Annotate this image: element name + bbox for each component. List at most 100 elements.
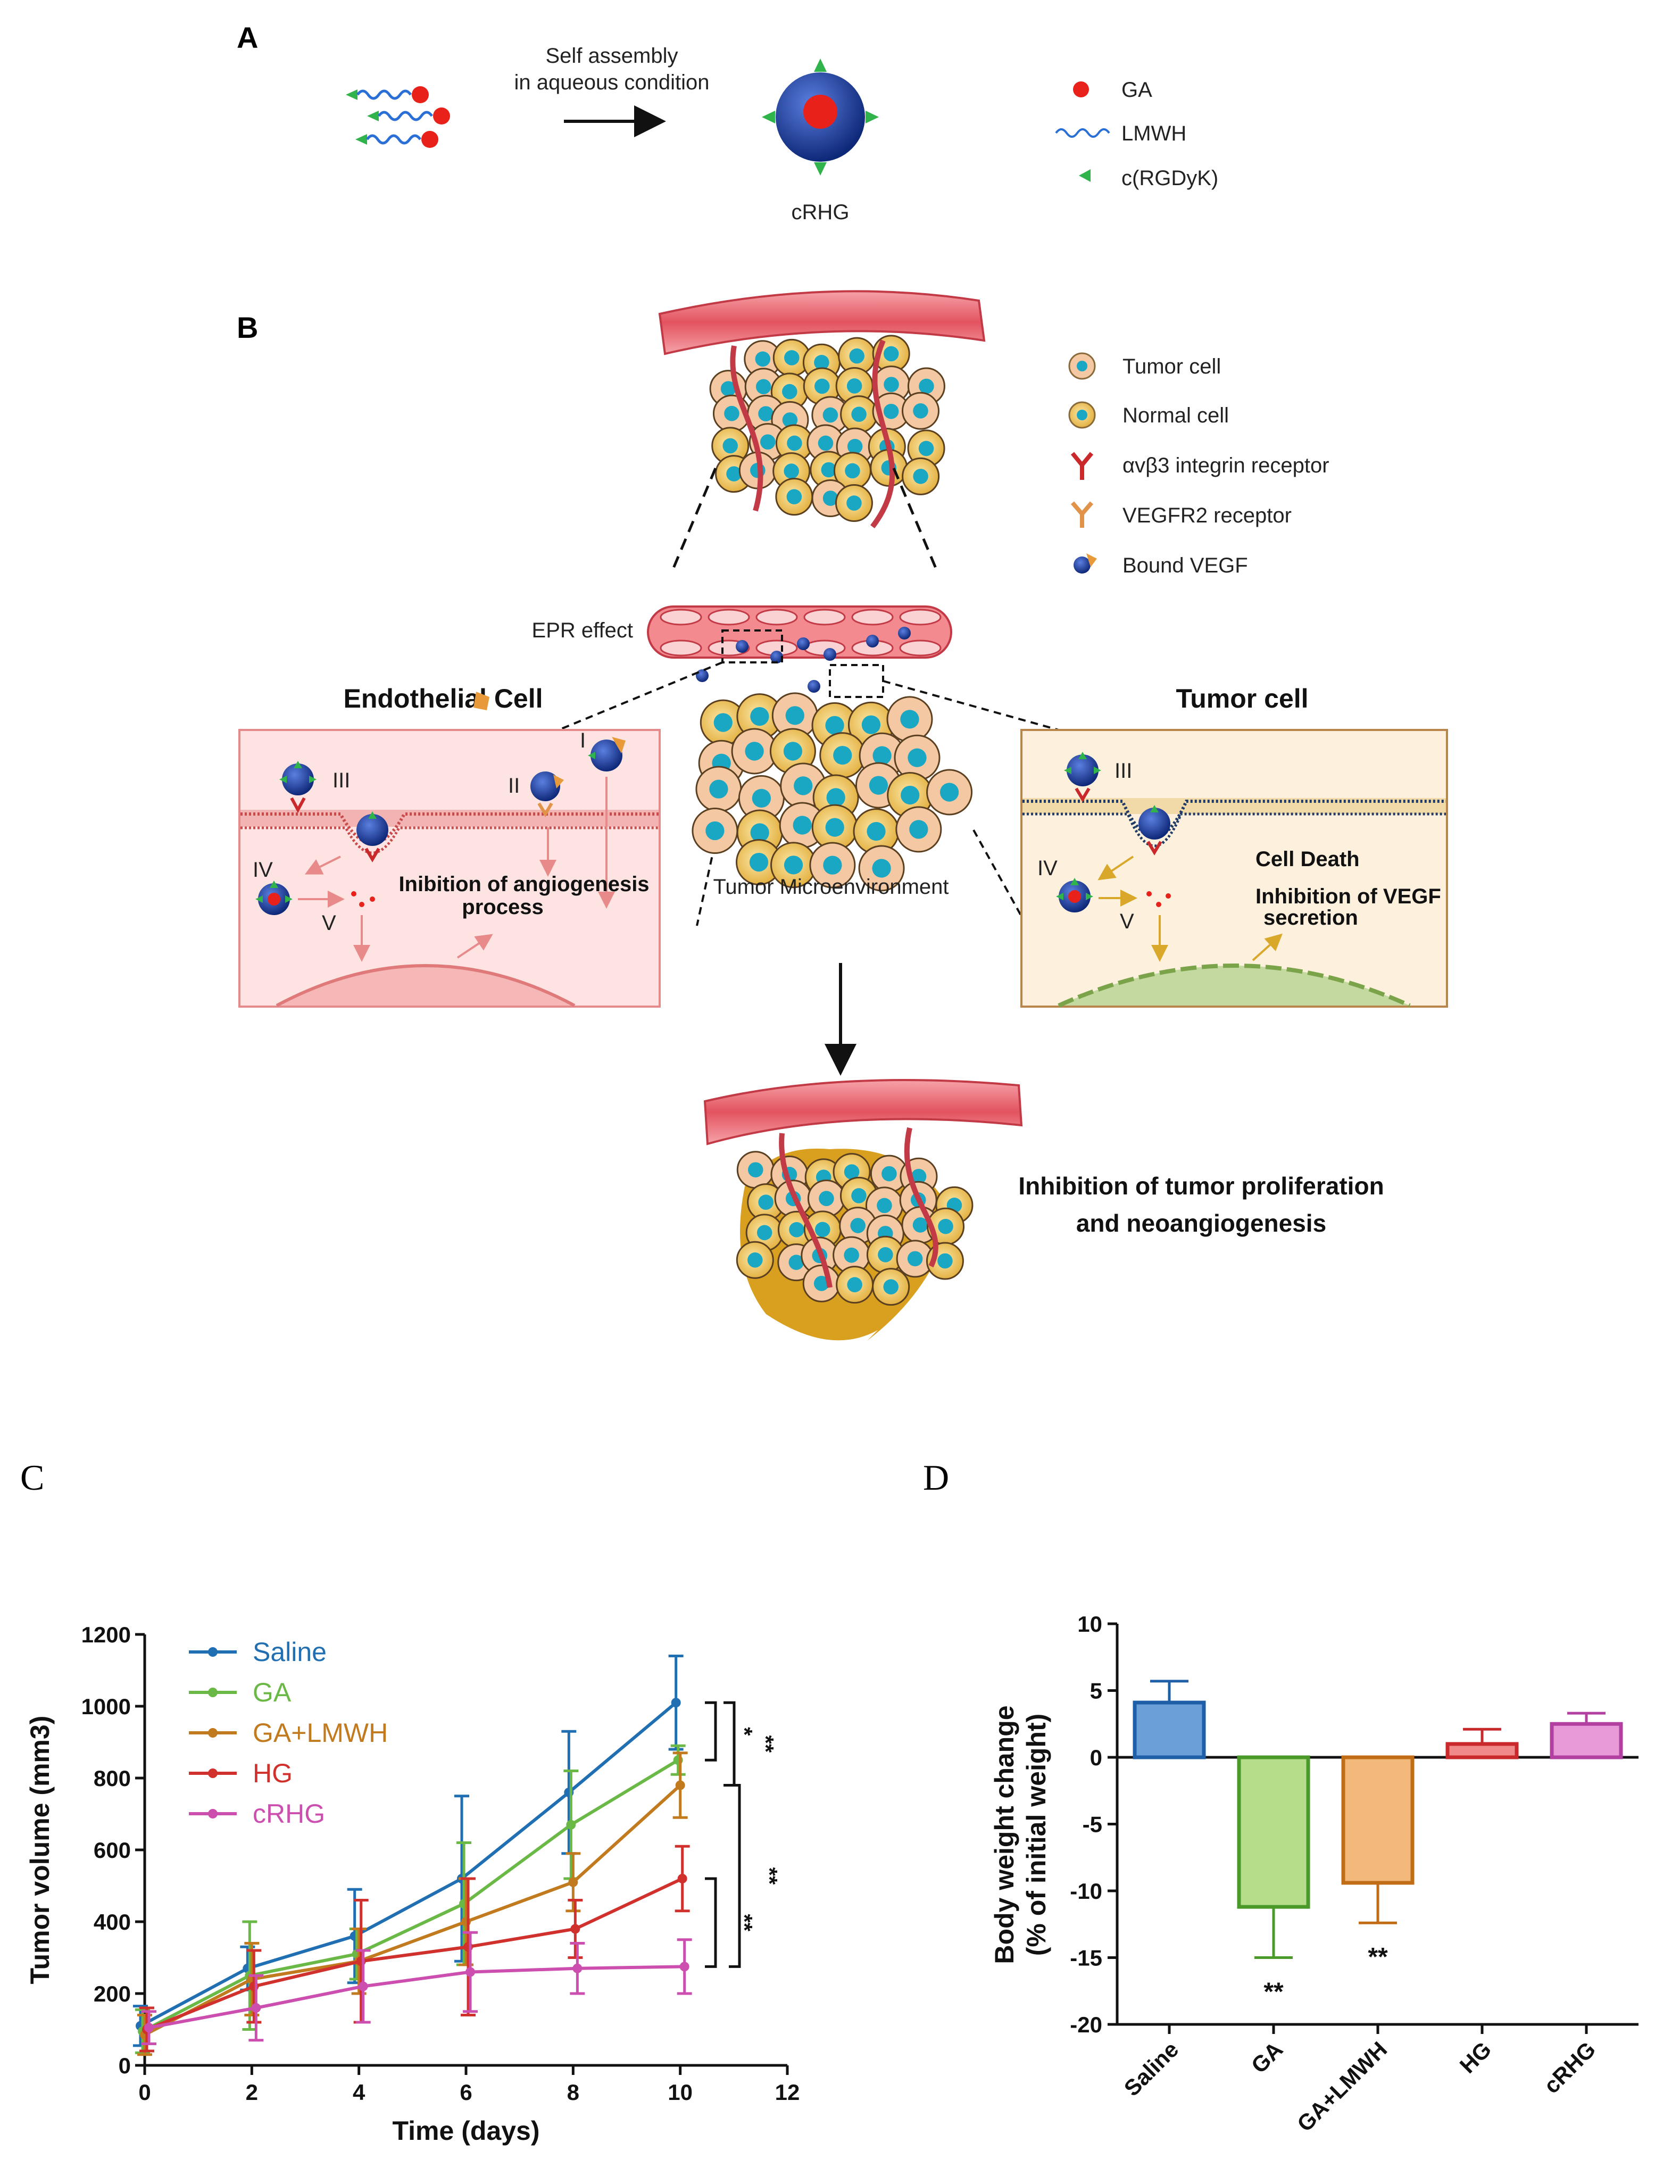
cell-nucleus [814, 354, 829, 370]
y-tick-label: -5 [1083, 1812, 1102, 1837]
x-tick-label: 0 [138, 2080, 151, 2105]
tumor-cell-box: III IV V Cell Death Inhibition of VEGF s… [1020, 729, 1448, 1008]
vessel-wall-cell [755, 609, 798, 626]
amphiphile-chains [346, 86, 450, 148]
cell-nucleus [758, 406, 774, 421]
cell-nucleus [912, 1217, 928, 1233]
data-point [675, 1780, 685, 1790]
cell-nucleus [745, 742, 764, 761]
cell-nucleus [908, 748, 927, 767]
significance-bracket [705, 1877, 717, 1968]
y-tick-label: 400 [94, 1909, 131, 1934]
cell-nucleus [850, 1218, 866, 1233]
panel-a-letter: A [237, 21, 258, 54]
bar-ga-lmwh [1341, 1755, 1415, 1885]
cell-nucleus [907, 1251, 923, 1267]
panel-b-letter: B [237, 311, 258, 344]
cell-nucleus [726, 466, 742, 481]
cell-nucleus [826, 788, 845, 807]
endo-nanoparticle-iii [279, 761, 317, 813]
cell-nucleus [794, 776, 813, 795]
crhg-nanoparticle-icon [762, 59, 879, 176]
data-point [572, 1963, 583, 1973]
wave-icon [1055, 128, 1110, 138]
cell-nucleus [784, 350, 800, 366]
tumor-step-iv: IV [1037, 857, 1058, 880]
connector-endo [558, 661, 723, 731]
cell-nucleus [900, 710, 919, 729]
cell-nucleus [720, 381, 736, 396]
y-tick-label: -15 [1070, 1946, 1102, 1971]
endo-step-iv: IV [253, 858, 273, 882]
cell-nucleus [709, 779, 728, 799]
bar-crhg [1550, 1722, 1623, 1759]
cell-nucleus [758, 1194, 774, 1210]
cell-nucleus [849, 348, 864, 364]
cell-nucleus [760, 434, 776, 450]
significance-mark: ** [732, 1914, 757, 1931]
cell-nucleus [782, 384, 797, 400]
significance-bracket [723, 1701, 736, 1787]
cell-nucleus [724, 405, 739, 421]
y-tick-label: 10 [1077, 1612, 1102, 1637]
outcome-text-2: and neoangiogenesis [1076, 1209, 1326, 1237]
cell-nucleus [748, 1162, 763, 1178]
cell-nucleus [784, 463, 799, 479]
y-tick-label: 1000 [81, 1694, 131, 1719]
cell-nucleus [713, 713, 733, 732]
legend-label: HG [253, 1758, 293, 1788]
legend-label: GA [253, 1678, 292, 1707]
legend-bound-vegf: Bound VEGF [1122, 554, 1248, 577]
cell-nucleus [846, 378, 862, 394]
cell-nucleus [939, 783, 959, 802]
x-tick-label: Saline [1119, 2037, 1184, 2101]
epr-vessel [647, 605, 952, 698]
product-label: cRHG [792, 201, 850, 224]
cell-nucleus [884, 377, 899, 392]
data-point [679, 1962, 689, 1972]
tumor-text-1: Inhibition of VEGF [1255, 885, 1441, 908]
series-line-crhg [148, 1965, 685, 2030]
cell-nucleus [755, 351, 771, 367]
cell-nucleus [913, 469, 928, 484]
y-tick-label: 800 [94, 1766, 131, 1791]
cell-nucleus [755, 379, 771, 395]
outcome-text-1: Inhibition of tumor proliferation [1018, 1172, 1384, 1200]
x-tick-label: 10 [668, 2080, 693, 2105]
top-vessel [658, 290, 986, 355]
y-axis-title: Tumor volume (mm3) [25, 1716, 55, 1984]
epr-label: EPR effect [532, 619, 633, 642]
cell-nucleus [818, 435, 834, 451]
cell-nucleus [909, 820, 928, 839]
cell-nucleus [756, 1225, 772, 1241]
cell-nucleus [883, 346, 899, 362]
cell-nucleus [919, 378, 934, 394]
significance-mark: ** [1368, 1943, 1388, 1971]
cell-nucleus [815, 1222, 830, 1238]
cell-nucleus [845, 463, 860, 479]
tumor-microenvironment-cluster [692, 692, 973, 892]
cell-nucleus [844, 1164, 860, 1180]
cell-nucleus [822, 491, 838, 506]
cell-nucleus [872, 746, 892, 765]
panel-a: A Self assembly in aqueous condition [237, 21, 1218, 224]
cell-nucleus [847, 1277, 862, 1292]
epr-nanoparticle [770, 651, 783, 663]
cell-nucleus [844, 1247, 859, 1263]
x-tick-label: 12 [775, 2080, 800, 2105]
x-axis-title: Time (days) [393, 2116, 540, 2146]
data-point [677, 1874, 687, 1883]
vessel-wall-cell [708, 609, 750, 626]
red-dot-icon [1073, 81, 1089, 97]
y-axis-title-1: Body weight change [989, 1705, 1019, 1964]
legend-marker [208, 1688, 218, 1697]
epr-nanoparticle [824, 648, 836, 661]
y-axis-title-2: (% of initial weight) [1021, 1714, 1051, 1956]
panel-b: B Tumor cell Normal cell αvβ3 integrin r… [237, 290, 1448, 1341]
endo-step-v: V [322, 911, 336, 935]
x-tick-label: cRHG [1539, 2037, 1601, 2098]
bar-hg [1445, 1742, 1519, 1759]
top-capillary-right [870, 339, 895, 529]
tumor-title: Tumor cell [1176, 684, 1308, 713]
